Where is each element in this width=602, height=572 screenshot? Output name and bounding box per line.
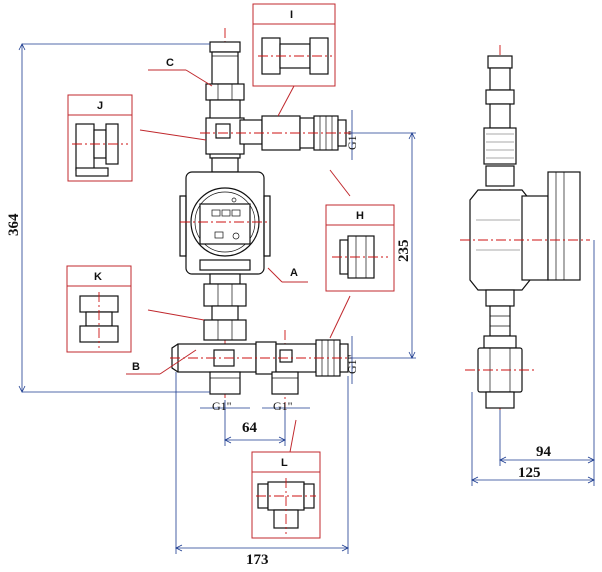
callout-j: J xyxy=(97,100,103,112)
callout-b: B xyxy=(132,361,140,373)
side-view xyxy=(460,45,590,410)
dim-height-outlets: 235 xyxy=(396,240,412,263)
detail-box-l xyxy=(251,451,321,539)
callout-l: L xyxy=(281,457,288,469)
detail-box-j xyxy=(67,94,133,182)
thread-bottom-left: G1" xyxy=(212,399,232,413)
thread-bottom-mid: G1" xyxy=(273,399,293,413)
callout-k: K xyxy=(94,271,102,283)
callout-i: I xyxy=(290,9,293,21)
dim-width-offset: 64 xyxy=(242,420,258,436)
dimension-lines xyxy=(18,43,595,554)
front-view xyxy=(170,28,352,410)
dim-side-inner: 94 xyxy=(536,444,552,460)
detail-box-k xyxy=(66,265,132,353)
callout-h: H xyxy=(356,210,364,222)
thread-top-right: G1" xyxy=(345,130,359,150)
dim-height-total: 364 xyxy=(6,213,22,236)
callout-leaders xyxy=(126,69,351,453)
detail-box-i xyxy=(252,3,336,87)
dim-width-total: 173 xyxy=(246,552,269,568)
thread-bottom-right: G1" xyxy=(345,354,359,374)
callout-a: A xyxy=(290,267,298,279)
detail-box-h xyxy=(325,204,395,292)
callout-c: C xyxy=(166,57,174,69)
dim-side-outer: 125 xyxy=(518,465,541,481)
